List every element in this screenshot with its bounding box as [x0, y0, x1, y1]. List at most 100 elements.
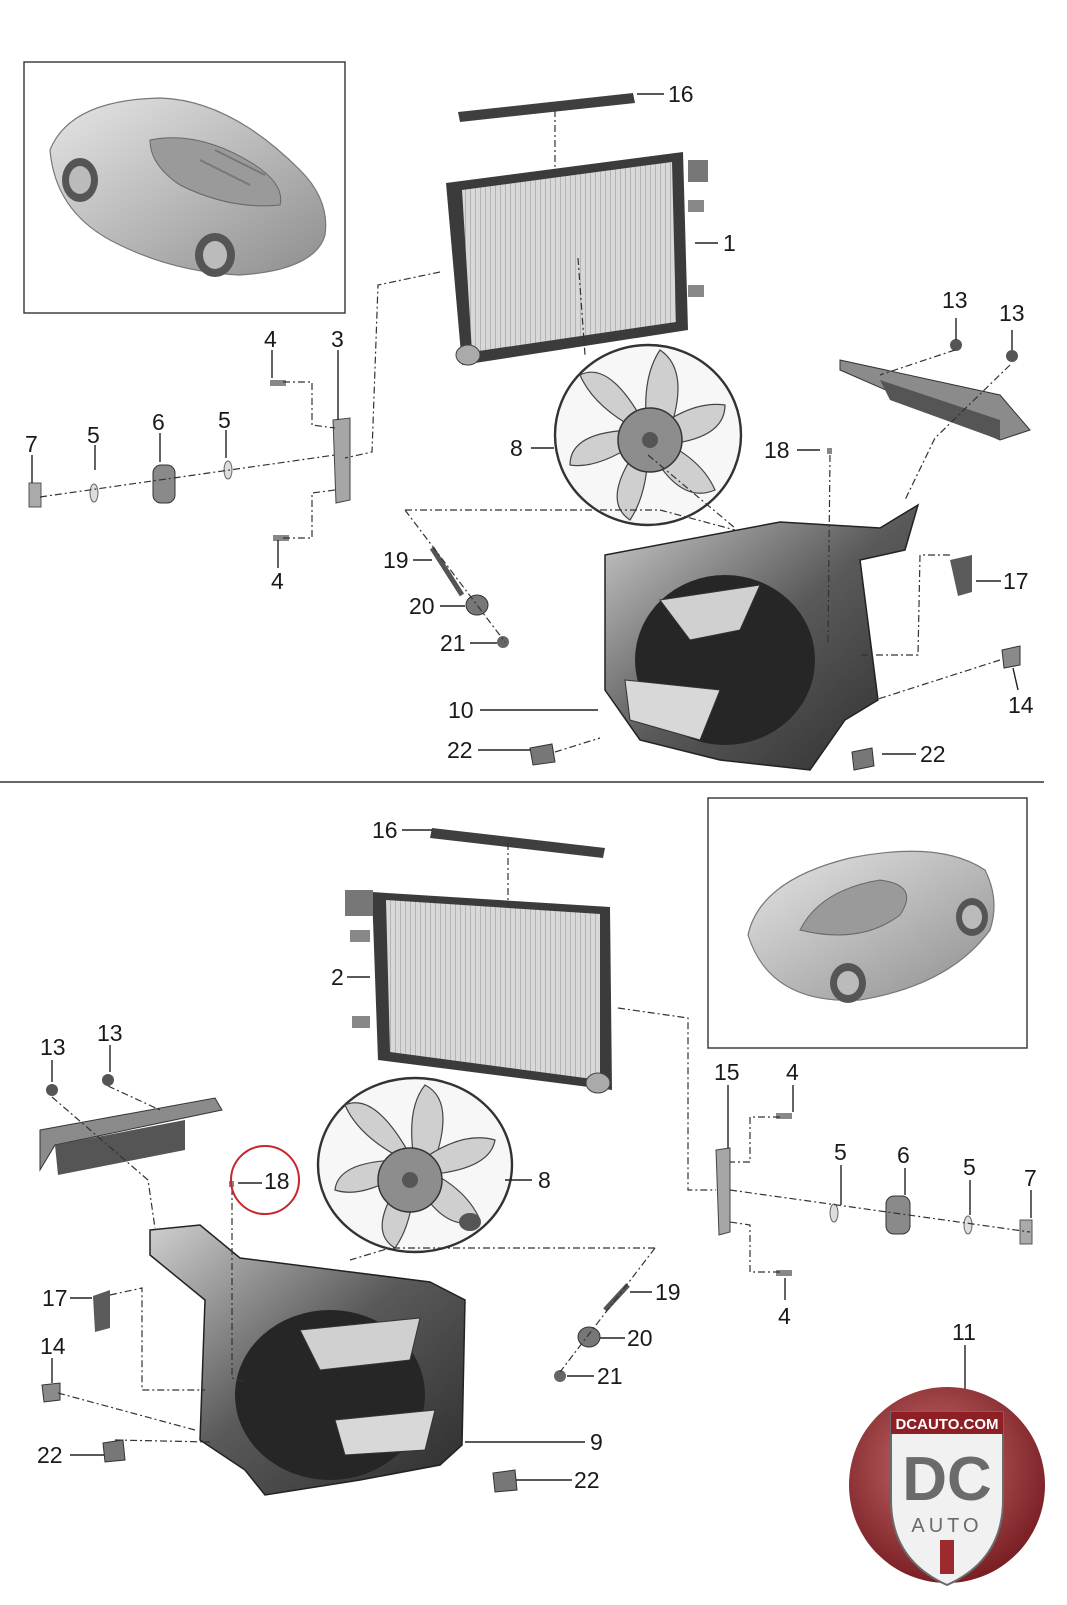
- lower-label-17: 17: [42, 1285, 68, 1311]
- upper-label-7: 7: [25, 431, 38, 457]
- lower-part-16: [430, 828, 605, 858]
- upper-label-1: 1: [723, 230, 736, 256]
- lower-label-7: 7: [1024, 1165, 1037, 1191]
- upper-part-22b: [851, 747, 875, 771]
- highlight-circle-18: [230, 1145, 300, 1215]
- lower-label-14: 14: [40, 1333, 66, 1359]
- upper-label-13b: 13: [999, 300, 1025, 326]
- upper-view: 16 1 3 4 4 5 5 6 7 8 10 13 13 14 17 18 1…: [23, 61, 1034, 771]
- upper-part-16: [458, 93, 635, 122]
- logo-stripe: [940, 1540, 954, 1574]
- upper-label-19: 19: [383, 547, 409, 573]
- upper-part-7: [28, 482, 42, 508]
- lower-label-4b: 4: [778, 1303, 791, 1329]
- lower-label-8: 8: [538, 1167, 551, 1193]
- lower-part-17: [93, 1290, 110, 1332]
- upper-part-13a: [950, 339, 962, 351]
- upper-label-22b: 22: [920, 741, 946, 767]
- upper-label-21: 21: [440, 630, 466, 656]
- lower-part-6: [885, 1195, 911, 1235]
- lower-part-15: [715, 1147, 731, 1236]
- logo-top-text: DCAUTO.COM: [895, 1416, 998, 1433]
- dcauto-logo: DCAUTO.COM DC AUTO: [849, 1387, 1045, 1587]
- lower-label-13a: 13: [40, 1034, 66, 1060]
- lower-part-20: [577, 1326, 601, 1348]
- lower-part-22b: [492, 1469, 518, 1493]
- lower-label-19: 19: [655, 1279, 681, 1305]
- upper-part-5b: [223, 460, 233, 480]
- lower-leaders: [51, 829, 1032, 1481]
- lower-label-2: 2: [331, 964, 344, 990]
- lower-bracket-13-side: [55, 1120, 185, 1175]
- lower-label-11: 11: [952, 1319, 976, 1345]
- upper-label-4a: 4: [264, 326, 277, 352]
- lower-label-6: 6: [897, 1142, 910, 1168]
- logo-bottom-text: AUTO: [911, 1515, 982, 1537]
- upper-leaders: [31, 93, 1019, 755]
- upper-label-14: 14: [1008, 692, 1034, 718]
- logo-monogram: DC: [902, 1445, 992, 1514]
- upper-part-13b: [1006, 350, 1018, 362]
- lower-part-21: [554, 1370, 566, 1382]
- upper-part-3: [332, 417, 351, 504]
- upper-label-18: 18: [764, 437, 790, 463]
- lower-label-13b: 13: [97, 1020, 123, 1046]
- upper-label-6: 6: [152, 409, 165, 435]
- upper-label-20: 20: [409, 593, 435, 619]
- lower-label-15: 15: [714, 1059, 740, 1085]
- lower-part-22a: [102, 1439, 126, 1463]
- lower-label-22b: 22: [574, 1467, 600, 1493]
- upper-car-image: [49, 97, 327, 277]
- lower-part-13b: [102, 1074, 114, 1086]
- lower-part-4b: [776, 1270, 792, 1276]
- lower-part-9-shroud: [149, 1224, 466, 1496]
- lower-label-4a: 4: [786, 1059, 799, 1085]
- lower-part-2-radiator: [345, 890, 612, 1094]
- upper-part-1-radiator: [446, 152, 708, 366]
- upper-label-17: 17: [1003, 568, 1029, 594]
- upper-label-8: 8: [510, 435, 523, 461]
- upper-part-8-fan: [553, 343, 743, 527]
- upper-part-17: [950, 555, 972, 596]
- upper-part-18: [827, 448, 832, 454]
- lower-label-22a: 22: [37, 1442, 63, 1468]
- upper-labels: 16 1 3 4 4 5 5 6 7 8 10 13 13 14 17 18 1…: [25, 81, 1034, 767]
- upper-connectors: [39, 110, 1011, 753]
- lower-part-5a: [829, 1203, 839, 1223]
- upper-part-22a: [529, 743, 556, 766]
- upper-label-10: 10: [448, 697, 474, 723]
- lower-part-5b: [963, 1215, 973, 1235]
- lower-label-18: 18: [264, 1168, 290, 1194]
- lower-label-21: 21: [597, 1363, 623, 1389]
- lower-bracket-13: [39, 1097, 223, 1172]
- lower-label-16: 16: [372, 817, 398, 843]
- logo-shield: [890, 1411, 1004, 1587]
- upper-part-14: [1001, 645, 1021, 669]
- lower-label-9: 9: [590, 1429, 603, 1455]
- upper-part-21: [497, 636, 509, 648]
- lower-label-5a: 5: [834, 1139, 847, 1165]
- upper-part-10-shroud: [604, 503, 920, 771]
- lower-view: 16 2 13 13 8 18 17 14 22 22 9 19 20 21 1…: [37, 797, 1037, 1496]
- lower-part-13a: [46, 1084, 58, 1096]
- lower-labels: 16 2 13 13 8 18 17 14 22 22 9 19 20 21 1…: [37, 817, 1037, 1493]
- upper-label-16: 16: [668, 81, 694, 107]
- upper-label-4b: 4: [271, 568, 284, 594]
- lower-car-image: [747, 850, 995, 1003]
- lower-label-5b: 5: [963, 1154, 976, 1180]
- upper-label-5b: 5: [218, 407, 231, 433]
- upper-label-13a: 13: [942, 287, 968, 313]
- upper-part-19: [429, 546, 465, 597]
- lower-part-8-fan: [316, 1076, 514, 1254]
- logo-banner: [891, 1412, 1003, 1434]
- lower-label-20: 20: [627, 1325, 653, 1351]
- lower-part-7: [1019, 1219, 1033, 1245]
- upper-part-6: [152, 464, 176, 504]
- lower-part-4a: [776, 1113, 792, 1119]
- upper-part-5a: [89, 483, 99, 503]
- lower-part-14: [41, 1382, 61, 1403]
- upper-label-22a: 22: [447, 737, 473, 763]
- upper-part-4a: [270, 380, 286, 386]
